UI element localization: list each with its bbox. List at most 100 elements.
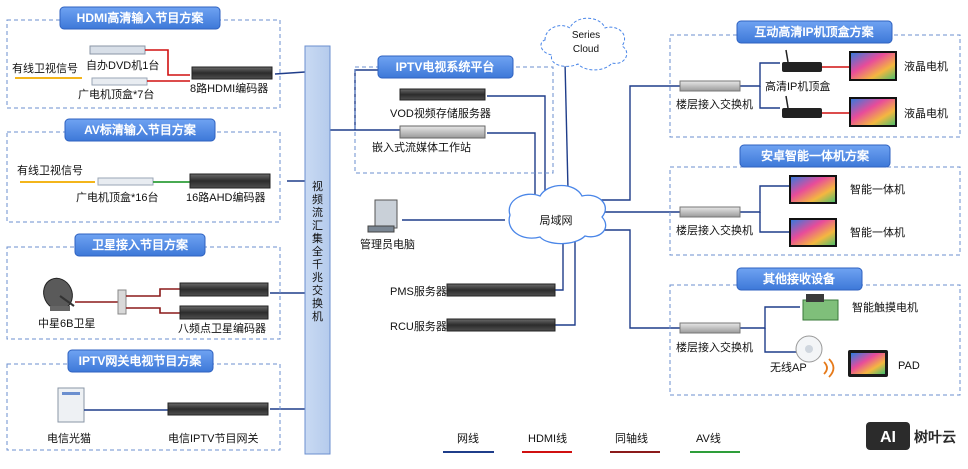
pms-server — [446, 283, 556, 297]
core-switch-label-char: 机 — [312, 309, 323, 323]
watermark-logo: AI 树叶云 — [866, 422, 956, 450]
hdmi-stb-device — [91, 77, 148, 86]
section-stb: 互动高清IP机顶盒方案 楼层接入交换机 高清IP机顶盒 液晶电机 液晶电机 — [669, 20, 961, 138]
legend-label-coax: 同轴线 — [615, 431, 648, 445]
section-android-header — [739, 144, 891, 168]
satellite-dish-label: 中星6B卫星 — [38, 317, 95, 330]
tv-icon-1 — [849, 51, 897, 81]
hdmi-stb-label: 广电机顶盒*7台 — [78, 87, 154, 101]
core-switch-label-char: 全 — [312, 244, 323, 258]
aio-icon-1 — [789, 175, 837, 204]
section-stb-header — [736, 20, 893, 44]
section-hdmi-header — [59, 6, 221, 30]
iptv-gateway-device — [167, 402, 269, 416]
section-platform-title: IPTV电视系统平台 — [396, 59, 495, 74]
legend-label-hdmi: HDMI线 — [528, 431, 567, 445]
legend-label-av: AV线 — [696, 431, 721, 445]
core-switch-label-char: 换 — [312, 296, 323, 310]
lan-label: 局域网 — [540, 214, 573, 227]
vod-server — [399, 88, 486, 101]
optical-modem-label: 电信光猫 — [47, 431, 91, 445]
section-platform: IPTV电视系统平台 VOD视频存储服务器 嵌入式流媒体工作站 — [354, 55, 554, 174]
legend: 网线 HDMI线 同轴线 AV线 — [443, 431, 740, 453]
aio-label-1: 智能一体机 — [850, 182, 905, 196]
dvd-player — [89, 45, 146, 55]
av-stb-label: 广电机顶盒*16台 — [76, 190, 159, 204]
section-other-title: 其他接收设备 — [763, 271, 836, 286]
android-floor-switch-label: 楼层接入交换机 — [676, 223, 753, 237]
section-other-header — [736, 267, 863, 291]
core-switch: 视频流汇集全千兆交换机 — [304, 45, 331, 455]
section-av-header — [64, 118, 216, 142]
ip-stb-icon-1 — [782, 49, 822, 72]
av-stb-device — [97, 177, 154, 186]
watermark-logo-text: AI — [880, 429, 896, 446]
av-encoder-label: 16路AHD编码器 — [186, 190, 265, 204]
core-switch-label-char: 交 — [312, 283, 323, 297]
section-iptv-gateway-title: IPTV网关电视节目方案 — [79, 353, 203, 368]
lan-cloud-icon: 局域网 — [508, 184, 607, 245]
tv-label-1: 液晶电机 — [904, 59, 948, 73]
android-floor-switch — [679, 206, 741, 218]
section-other: 其他接收设备 楼层接入交换机 智能触摸电机 无线AP PAD — [669, 267, 961, 396]
core-switch-label-char: 集 — [312, 231, 323, 245]
satellite-encoder-1 — [179, 282, 269, 297]
section-satellite: 卫星接入节目方案 中星6B卫星 八频点卫星编码器 — [6, 233, 281, 340]
pad-label: PAD — [898, 360, 920, 372]
optical-modem-icon — [57, 387, 85, 423]
pad-icon — [848, 350, 888, 377]
watermark-text: 树叶云 — [914, 429, 956, 445]
aio-label-2: 智能一体机 — [850, 225, 905, 239]
hdmi-cable-signal-label: 有线卫视信号 — [12, 61, 78, 75]
core-switch-label-char: 视 — [312, 179, 323, 193]
av-cable-signal-label: 有线卫视信号 — [17, 163, 83, 177]
ip-stb-icon-2 — [782, 95, 822, 118]
admin-pc-icon — [367, 199, 398, 233]
hdmi-encoder-label: 8路HDMI编码器 — [190, 81, 268, 95]
satellite-dish-icon — [43, 277, 75, 311]
other-floor-switch-label: 楼层接入交换机 — [676, 340, 753, 354]
section-satellite-header — [74, 233, 206, 257]
touch-machine-icon — [802, 294, 839, 321]
streaming-workstation-label: 嵌入式流媒体工作站 — [372, 140, 471, 154]
other-floor-switch — [679, 322, 741, 334]
core-switch-label: 视频流汇集全千兆交换机 — [312, 179, 323, 323]
series-cloud-icon: Series Cloud — [540, 17, 628, 71]
touch-machine-label: 智能触摸电机 — [852, 300, 918, 314]
tv-label-2: 液晶电机 — [904, 106, 948, 120]
rcu-server — [446, 318, 556, 332]
section-iptv-gateway-header — [67, 349, 214, 373]
satellite-encoder-label: 八频点卫星编码器 — [178, 321, 266, 335]
hdmi-encoder — [191, 66, 273, 80]
satellite-splitter — [117, 289, 127, 315]
section-platform-header — [377, 55, 514, 79]
rcu-server-label: RCU服务器 — [390, 320, 447, 333]
series-cloud-line2: Cloud — [573, 44, 599, 55]
section-av-title: AV标清输入节目方案 — [84, 122, 197, 137]
wireless-ap-icon — [795, 335, 835, 378]
section-hdmi: HDMI高清输入节目方案 有线卫视信号 自办DVD机1台 广电机顶盒*7台 8路… — [6, 6, 281, 109]
stb-floor-switch — [679, 80, 741, 92]
section-iptv-gateway: IPTV网关电视节目方案 电信光猫 电信IPTV节目网关 — [6, 349, 281, 451]
vod-server-label: VOD视频存储服务器 — [390, 106, 491, 120]
section-hdmi-title: HDMI高清输入节目方案 — [77, 10, 205, 25]
admin-pc-label: 管理员电脑 — [360, 237, 415, 251]
satellite-encoder-2 — [179, 305, 269, 320]
section-stb-title: 互动高清IP机顶盒方案 — [754, 24, 874, 39]
section-android-title: 安卓智能一体机方案 — [761, 148, 870, 163]
legend-label-network: 网线 — [457, 431, 479, 445]
iptv-gateway-label: 电信IPTV节目网关 — [168, 431, 258, 445]
section-satellite-title: 卫星接入节目方案 — [92, 237, 189, 252]
aio-icon-2 — [789, 218, 837, 247]
core-switch-label-char: 汇 — [312, 219, 323, 232]
tv-icon-2 — [849, 97, 897, 127]
core-switch-label-char: 兆 — [312, 271, 323, 284]
av-encoder — [189, 173, 271, 189]
section-android: 安卓智能一体机方案 楼层接入交换机 智能一体机 智能一体机 — [669, 144, 961, 256]
pms-server-label: PMS服务器 — [390, 285, 447, 298]
wireless-ap-label: 无线AP — [770, 360, 807, 374]
ip-stb-label: 高清IP机顶盒 — [765, 79, 830, 93]
core-switch-label-char: 千 — [312, 258, 323, 271]
section-av: AV标清输入节目方案 有线卫视信号 广电机顶盒*16台 16路AHD编码器 — [6, 118, 281, 223]
